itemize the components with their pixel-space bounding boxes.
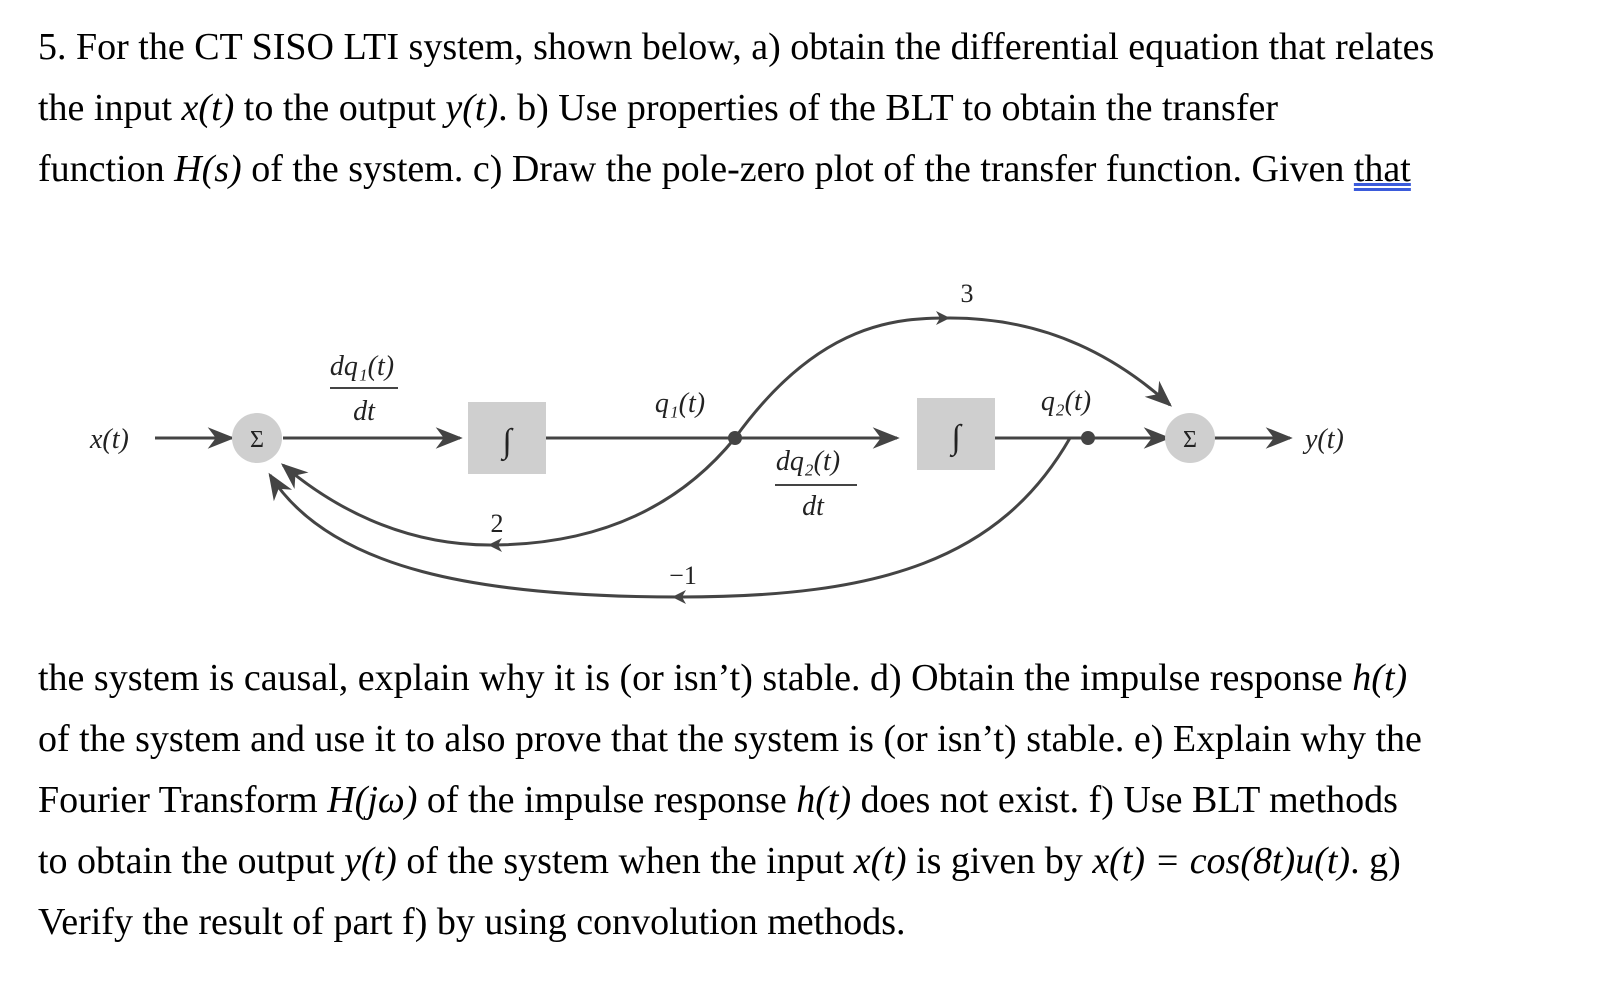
dq1-denominator: dt	[353, 396, 376, 427]
integrator-1: ∫	[468, 402, 546, 474]
gain-3-arrowhead	[936, 311, 950, 325]
cont-line-2: of the system and use it to also prove t…	[38, 718, 1422, 760]
cont-line-1: the system is causal, explain why it is …	[38, 657, 1408, 699]
intro-line-1: 5. For the CT SISO LTI system, shown bel…	[38, 26, 1435, 68]
intro-line-2: the input x(t) to the output y(t). b) Us…	[38, 87, 1278, 129]
math-x-t: x(t)	[853, 840, 907, 882]
q1-label: q₁(t)	[655, 388, 705, 419]
spellcheck-underlined-word: that	[1353, 148, 1411, 190]
gain-neg1-arrowhead	[672, 590, 686, 604]
dq1-numerator: dq₁(t)	[330, 351, 394, 382]
math-x-t: x(t)	[181, 87, 235, 129]
output-summer: Σ	[1165, 413, 1215, 463]
gain-2-label: 2	[491, 509, 504, 538]
cont-line-5: Verify the result of part f) by using co…	[38, 901, 906, 943]
integrator-2: ∫	[917, 398, 995, 470]
intro-line-3: function H(s) of the system. c) Draw the…	[38, 148, 1411, 190]
math-H-jw: H(jω)	[327, 779, 418, 821]
dq2-denominator: dt	[802, 491, 825, 522]
gain-2-arrowhead	[488, 538, 502, 552]
dq2-numerator: dq₂(t)	[776, 446, 840, 477]
math-input-equation: x(t) = cos(8t)u(t)	[1092, 840, 1351, 882]
math-y-t: y(t)	[344, 840, 397, 882]
q2-label: q₂(t)	[1041, 386, 1091, 417]
gain-neg1-label: −1	[669, 561, 697, 590]
problem-intro: 5. For the CT SISO LTI system, shown bel…	[38, 17, 1578, 200]
q2-node	[1081, 431, 1095, 445]
gain-3-label: 3	[961, 279, 974, 308]
input-summer: Σ	[232, 413, 282, 463]
problem-continuation: the system is causal, explain why it is …	[38, 648, 1578, 953]
cont-line-3: Fourier Transform H(jω) of the impulse r…	[38, 779, 1398, 821]
math-y-t: y(t)	[445, 87, 499, 129]
math-h-t: h(t)	[1352, 657, 1408, 699]
integral-icon: ∫	[500, 423, 514, 462]
output-label: y(t)	[1302, 424, 1344, 455]
q1-node	[728, 431, 742, 445]
math-H-s: H(s)	[174, 148, 242, 190]
sigma-icon: Σ	[250, 427, 264, 453]
math-h-t: h(t)	[796, 779, 852, 821]
block-diagram: Σ Σ ∫ ∫ x(t) y(t) dq₁(t) dt q₁(t) dq₂(t)…	[89, 279, 1344, 604]
input-label: x(t)	[89, 424, 129, 455]
sigma-icon: Σ	[1183, 427, 1197, 453]
integral-icon: ∫	[949, 419, 963, 458]
cont-line-4: to obtain the output y(t) of the system …	[38, 840, 1401, 882]
